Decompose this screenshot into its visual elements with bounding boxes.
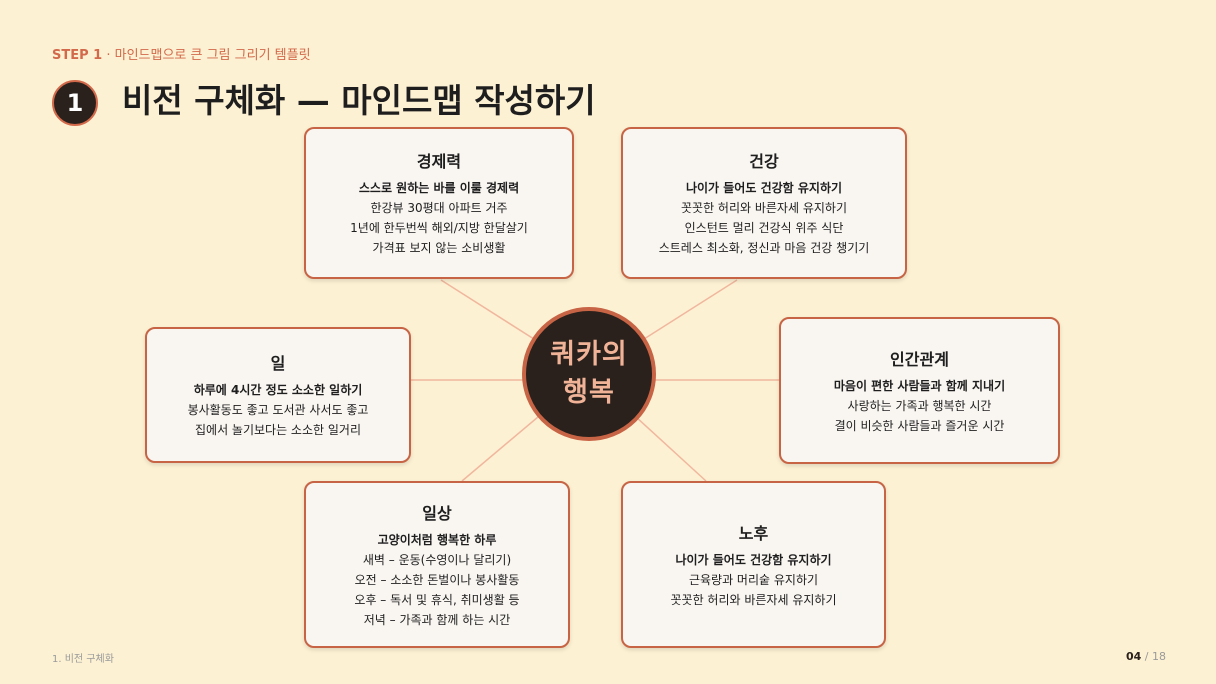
card-line: 오후 – 독서 및 휴식, 취미생활 등 xyxy=(354,592,520,607)
page-indicator: 04 / 18 xyxy=(1125,650,1166,663)
card-title: 경제력 xyxy=(416,152,462,171)
card-subtitle: 스스로 원하는 바를 이룰 경제력 xyxy=(358,181,520,195)
card-line: 1년에 한두번씩 해외/지방 한달살기 xyxy=(350,221,528,235)
card-title: 노후 xyxy=(738,523,769,543)
card-title: 일상 xyxy=(422,503,452,523)
card-line: 인스턴트 멀리 건강식 위주 식단 xyxy=(684,221,844,235)
card-line: 꼿꼿한 허리와 바른자세 유지하기 xyxy=(680,201,847,215)
card-relations: 인간관계 마음이 편한 사람들과 함께 지내기 사랑하는 가족과 행복한 시간 … xyxy=(779,317,1060,464)
mindmap-center-node: 쿼카의 행복 xyxy=(522,307,656,441)
footer-section-label: 1. 비전 구체화 xyxy=(52,654,114,665)
page-current: 04 xyxy=(1125,650,1142,663)
card-line: 집에서 놀기보다는 소소한 일거리 xyxy=(194,423,361,437)
card-line: 근육량과 머리숱 유지하기 xyxy=(688,572,819,587)
card-retirement: 노후 나이가 들어도 건강함 유지하기 근육량과 머리숱 유지하기 꼿꼿한 허리… xyxy=(621,481,886,648)
card-economy: 경제력 스스로 원하는 바를 이룰 경제력 한강뷰 30평대 아파트 거주 1년… xyxy=(304,127,574,279)
card-subtitle: 고양이처럼 행복한 하루 xyxy=(377,532,497,547)
center-label: 쿼카의 행복 xyxy=(550,339,628,408)
card-subtitle: 하루에 4시간 정도 소소한 일하기 xyxy=(193,383,363,397)
card-line: 스트레스 최소화, 정신과 마음 건강 챙기기 xyxy=(658,241,870,255)
card-line: 한강뷰 30평대 아파트 거주 xyxy=(370,201,508,215)
card-health: 건강 나이가 들어도 건강함 유지하기 꼿꼿한 허리와 바른자세 유지하기 인스… xyxy=(621,127,907,279)
card-title: 일 xyxy=(270,354,286,373)
card-line: 사랑하는 가족과 행복한 시간 xyxy=(847,398,992,413)
card-line: 새벽 – 운동(수영이나 달리기) xyxy=(362,552,512,567)
card-subtitle: 나이가 들어도 건강함 유지하기 xyxy=(685,181,843,195)
card-line: 가격표 보지 않는 소비생활 xyxy=(372,241,506,255)
card-daily: 일상 고양이처럼 행복한 하루 새벽 – 운동(수영이나 달리기) 오전 – 소… xyxy=(304,481,570,648)
card-line: 오전 – 소소한 돈벌이나 봉사활동 xyxy=(354,572,520,587)
section-number-badge: 1 xyxy=(52,80,98,126)
card-line: 결이 비슷한 사람들과 즐거운 시간 xyxy=(834,418,1005,433)
card-title: 인간관계 xyxy=(890,349,949,369)
page-title: 비전 구체화 — 마인드맵 작성하기 xyxy=(122,81,596,120)
card-work: 일 하루에 4시간 정도 소소한 일하기 봉사활동도 좋고 도서관 사서도 좋고… xyxy=(145,327,411,463)
page-total: 18 xyxy=(1152,650,1166,663)
card-line: 꼿꼿한 허리와 바른자세 유지하기 xyxy=(670,592,837,607)
card-subtitle: 마음이 편한 사람들과 함께 지내기 xyxy=(833,378,1006,393)
card-subtitle: 나이가 들어도 건강함 유지하기 xyxy=(675,552,832,567)
card-line: 저녁 – 가족과 함께 하는 시간 xyxy=(363,612,511,627)
card-line: 봉사활동도 좋고 도서관 사서도 좋고 xyxy=(187,403,369,417)
step-label: STEP 1 · 마인드맵으로 큰 그림 그리기 템플릿 xyxy=(52,48,311,63)
card-title: 건강 xyxy=(749,152,779,171)
